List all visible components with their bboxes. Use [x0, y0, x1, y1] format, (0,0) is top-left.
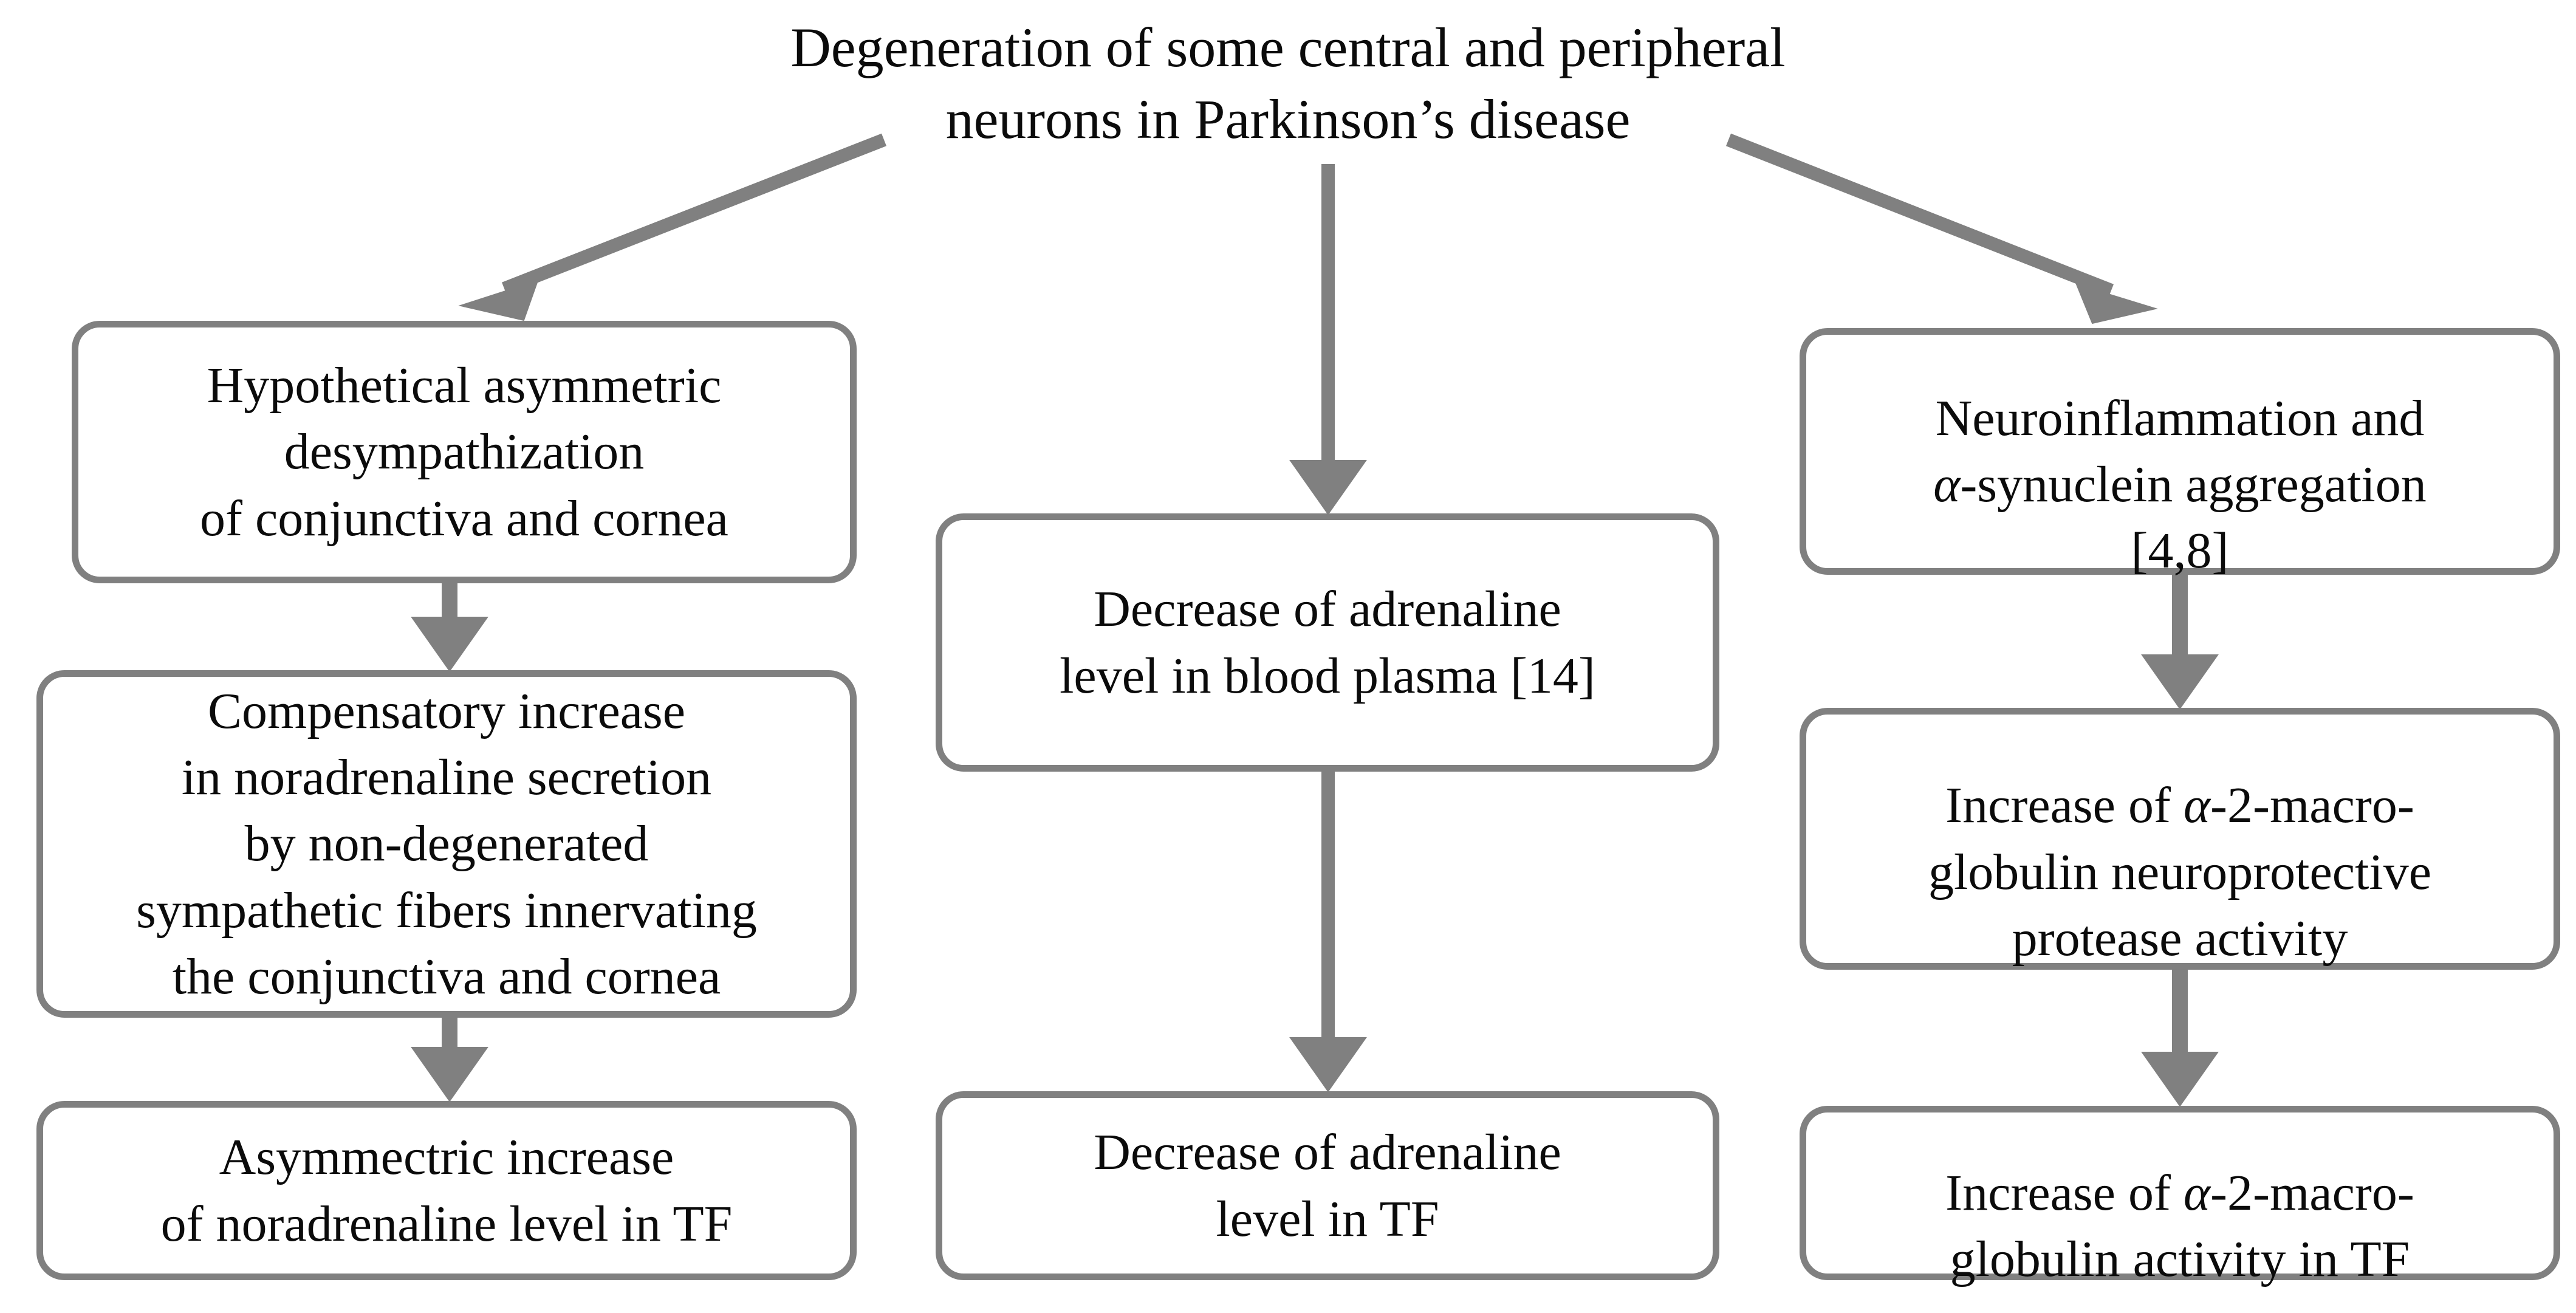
node-right-3[interactable]: Increase of α-2-macro- globulin activity… [1800, 1106, 2560, 1287]
node-right-2-label-suffix: -2-macro- globulin neuroprotective prote… [1928, 777, 2432, 967]
node-left-1-label: Hypothetical asymmetric desympathization… [200, 357, 728, 547]
connector-title-to-right [1725, 133, 2158, 324]
node-right-1[interactable]: Neuroinflammation and α-synuclein aggreg… [1800, 328, 2560, 579]
node-right-3-alpha-glyph: α [2183, 1164, 2211, 1221]
connector-title-to-left [458, 133, 887, 321]
node-right-2-label-prefix: Increase of [1945, 777, 2184, 834]
node-middle-2[interactable]: Decrease of adrenaline level in TF [936, 1091, 1719, 1280]
diagram-title: Degeneration of some central and periphe… [790, 16, 1786, 150]
node-left-2-label: Compensatory increase in noradrenaline s… [136, 683, 757, 1005]
node-right-3-label-suffix: -2-macro- globulin activity in TF [1950, 1164, 2414, 1288]
node-left-3-label: Asymmectric increase of noradrenaline le… [160, 1129, 733, 1252]
connector-title-to-middle [1289, 164, 1367, 515]
connector-right1-to-right2 [2141, 574, 2219, 710]
node-middle-2-label: Decrease of adrenaline level in TF [1094, 1124, 1561, 1247]
node-middle-1-label: Decrease of adrenaline level in blood pl… [1060, 581, 1595, 704]
connector-middle1-to-middle2 [1289, 772, 1367, 1092]
node-right-1-alpha-glyph: α [1933, 456, 1961, 513]
node-left-3[interactable]: Asymmectric increase of noradrenaline le… [36, 1101, 857, 1280]
node-right-1-label: Neuroinflammation and α-synuclein aggreg… [1917, 319, 2442, 585]
node-left-1[interactable]: Hypothetical asymmetric desympathization… [72, 321, 857, 583]
node-right-2-label: Increase of α-2-macro- globulin neuropro… [1913, 706, 2447, 972]
connector-left2-to-left3 [411, 1018, 488, 1102]
node-left-2[interactable]: Compensatory increase in noradrenaline s… [36, 670, 857, 1018]
node-right-2[interactable]: Increase of α-2-macro- globulin neuropro… [1800, 708, 2560, 970]
connector-right2-to-right3 [2141, 969, 2219, 1107]
node-right-3-label-prefix: Increase of [1945, 1164, 2184, 1221]
node-right-3-label: Increase of α-2-macro- globulin activity… [1930, 1094, 2430, 1293]
connector-left1-to-left2 [411, 583, 488, 672]
node-middle-1[interactable]: Decrease of adrenaline level in blood pl… [936, 513, 1719, 772]
node-right-1-label-prefix: Neuroinflammation and [1935, 389, 2425, 447]
node-right-2-alpha-glyph: α [2183, 777, 2211, 834]
node-right-1-label-suffix: -synuclein aggregation [4,8] [1960, 456, 2427, 580]
